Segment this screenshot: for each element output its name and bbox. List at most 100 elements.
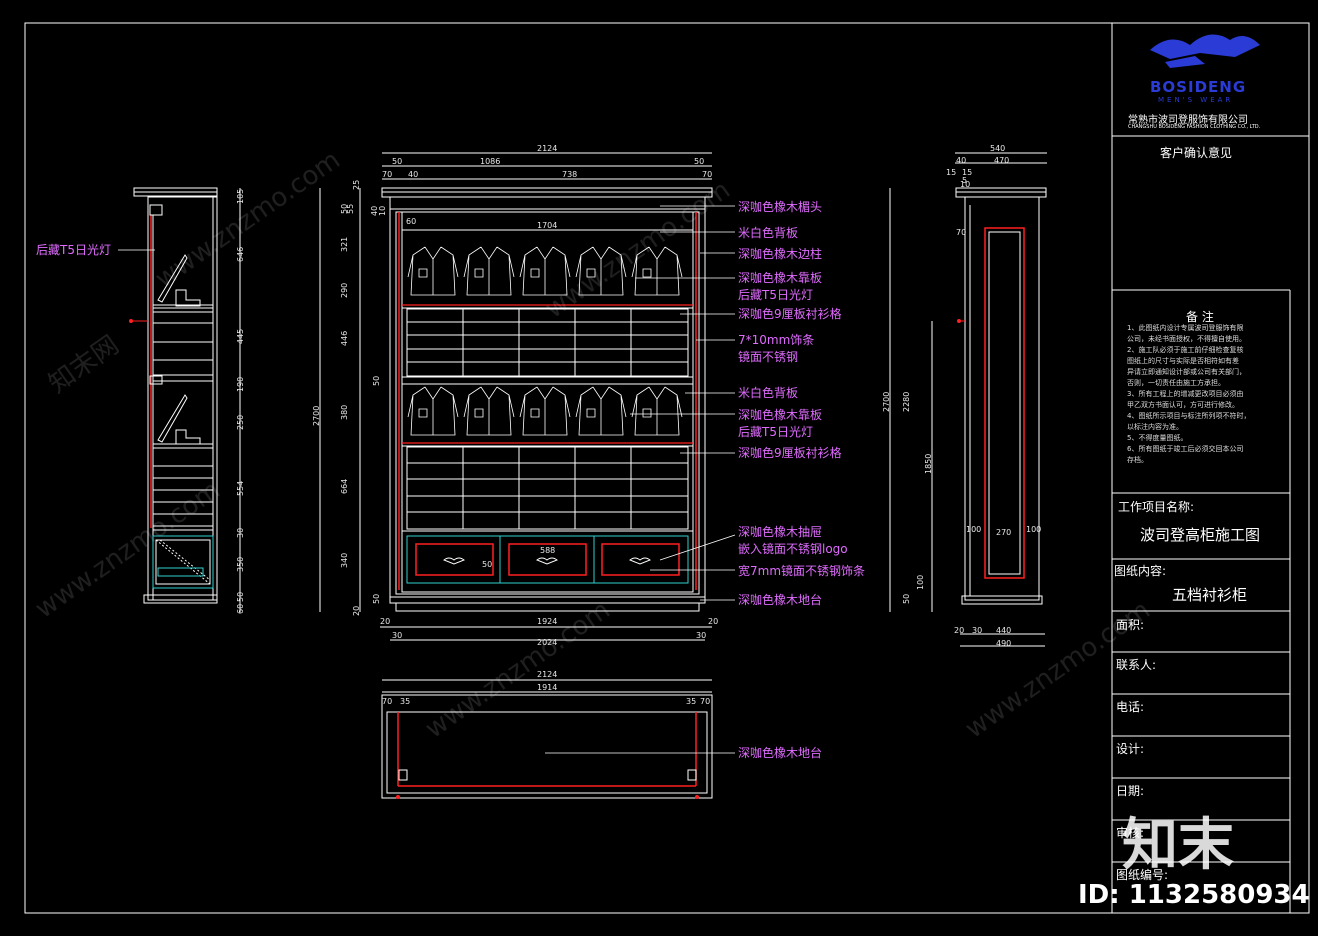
shirt-icon (519, 386, 571, 436)
note-line: 图纸上的尺寸与实际是否相符如有差 (1127, 357, 1239, 365)
dim-plan-70b: 70 (700, 697, 711, 706)
note-line: 2、施工队必须于施工前仔细检查复核 (1127, 346, 1244, 354)
shirt-icon (519, 246, 571, 296)
dim-plan-35a: 35 (400, 697, 411, 706)
shirt-icon (575, 386, 627, 436)
dim-left-30: 30 (236, 527, 245, 538)
dim-front-inner: 1704 (537, 221, 558, 230)
company-logo-sub: MEN'S WEAR (1158, 96, 1234, 104)
dim-left-105: 105 (236, 188, 245, 204)
watermark-id: ID: 1132580934 (1078, 880, 1310, 910)
shirt-icon (407, 246, 459, 296)
dim-plan-70a: 70 (382, 697, 393, 706)
dim-bottom-30b: 30 (696, 631, 707, 640)
dim-v-10: 10 (378, 205, 387, 216)
dim-front-70a: 70 (382, 170, 393, 179)
dim-side-100a: 100 (966, 525, 982, 534)
dim-side-2700: 2700 (882, 391, 891, 412)
sheet-border (24, 22, 1310, 914)
dim-front-50b: 50 (694, 157, 705, 166)
company-logo-text: BOSIDENG (1150, 78, 1247, 96)
note-line: 1、此图纸内设计专属波司登服饰有限 (1127, 324, 1244, 332)
note-line: 异请立即通知设计部或公司有关部门， (1127, 368, 1246, 376)
drawing-value: 五档衬衫柜 (1172, 586, 1248, 604)
title-block-lines (1112, 135, 1309, 913)
dim-side-50: 50 (902, 593, 911, 604)
dim-side-5: 5 (962, 176, 968, 185)
review-label: 审核: (1116, 826, 1145, 840)
dim-drawer-588: 588 (540, 546, 556, 555)
annotation-crown: 深咖色橡木楣头 (738, 200, 823, 214)
annotation-side-post: 深咖色橡木边柱 (738, 247, 823, 261)
dim-side-30: 30 (972, 626, 983, 635)
dim-side-540: 540 (990, 144, 1006, 153)
shirt-icon (407, 386, 459, 436)
annotation-rest-panel-2: 深咖色橡木靠板 (738, 408, 823, 422)
dim-bottom-20a: 20 (380, 617, 391, 626)
shirt-icon (463, 386, 515, 436)
note-line: 6、所有图纸于竣工后必须交回本公司 (1127, 445, 1244, 453)
dim-side-100b: 100 (1026, 525, 1042, 534)
annotation-plan-base: 深咖色橡木地台 (738, 746, 823, 760)
dim-left-554: 554 (236, 480, 245, 496)
dim-left-60: 60 (236, 603, 245, 614)
dim-bottom-2024: 2024 (537, 638, 558, 647)
annotation-shirt-grid-1: 深咖色9厘板衬衫格 (738, 307, 842, 321)
dim-v-20: 20 (352, 605, 361, 616)
dim-left-350: 350 (236, 556, 245, 572)
date-label: 日期: (1116, 784, 1145, 798)
note-line: 公司，未经书面授权，不得擅自使用。 (1127, 335, 1246, 343)
dim-v-340: 340 (340, 552, 349, 568)
dim-front-70b: 70 (702, 170, 713, 179)
dim-front-1086: 1086 (480, 157, 501, 166)
shirt-icon (463, 246, 515, 296)
dim-side-20: 20 (954, 626, 965, 635)
number-label: 图纸编号: (1116, 868, 1169, 882)
dim-side-470: 470 (994, 156, 1010, 165)
drawer-logo-mark (536, 557, 558, 565)
dim-plan-35b: 35 (686, 697, 697, 706)
dim-side-2280: 2280 (902, 391, 911, 412)
dim-side-40: 40 (956, 156, 967, 165)
dim-left-445: 445 (236, 328, 245, 344)
dim-side-15a: 15 (946, 168, 957, 177)
dim-v-321: 321 (340, 236, 349, 252)
annotation-steel-strip: 宽7mm镜面不锈钢饰条 (738, 564, 866, 578)
dim-v-290: 290 (340, 282, 349, 298)
shirt-icon (631, 246, 683, 296)
dim-side-1850: 1850 (924, 453, 933, 474)
dim-front-inner-60: 60 (406, 217, 417, 226)
dim-v-50b: 50 (372, 375, 381, 386)
dim-left-190: 190 (236, 376, 245, 392)
note-line: 否则，一切责任由施工方承担。 (1127, 379, 1225, 387)
notes-title: 备 注 (1186, 310, 1214, 324)
dim-left-250: 250 (236, 414, 245, 430)
dim-v-446: 446 (340, 330, 349, 346)
drawer-logo-mark (629, 557, 651, 565)
dim-side-440: 440 (996, 626, 1012, 635)
leader-lines (118, 205, 736, 754)
annotation-back-panel-2: 米白色背板 (738, 386, 799, 400)
design-label: 设计: (1116, 742, 1145, 756)
annotation-drawer: 深咖色橡木抽屉 (738, 525, 823, 539)
dim-bottom-30a: 30 (392, 631, 403, 640)
dim-left-50: 50 (236, 591, 245, 602)
shirt-icons (407, 246, 683, 436)
note-line: 甲乙双方书面认可，方可进行修改。 (1127, 401, 1239, 409)
annotation-left-light: 后藏T5日光灯 (36, 243, 111, 257)
shirt-icon (575, 246, 627, 296)
notes-list: 1、此图纸内设计专属波司登服饰有限公司，未经书面授权，不得擅自使用。 2、施工队必… (1127, 323, 1287, 466)
dim-bottom-20b: 20 (708, 617, 719, 626)
drawing-label: 图纸内容: (1114, 564, 1167, 578)
dim-height-total: 2700 (312, 405, 321, 426)
annotation-rest-light-2: 后藏T5日光灯 (738, 425, 813, 439)
company-logo (1150, 34, 1260, 68)
dim-v-664: 664 (340, 478, 349, 494)
client-opinion-label: 客户确认意见 (1160, 146, 1233, 160)
dim-v-380: 380 (340, 404, 349, 420)
shirt-icon (631, 386, 683, 436)
annotation-drawer-logo: 嵌入镜面不锈钢logo (738, 542, 848, 556)
dim-front-40: 40 (408, 170, 419, 179)
dim-v-55: 55 (346, 203, 355, 214)
plan-view (381, 679, 713, 799)
